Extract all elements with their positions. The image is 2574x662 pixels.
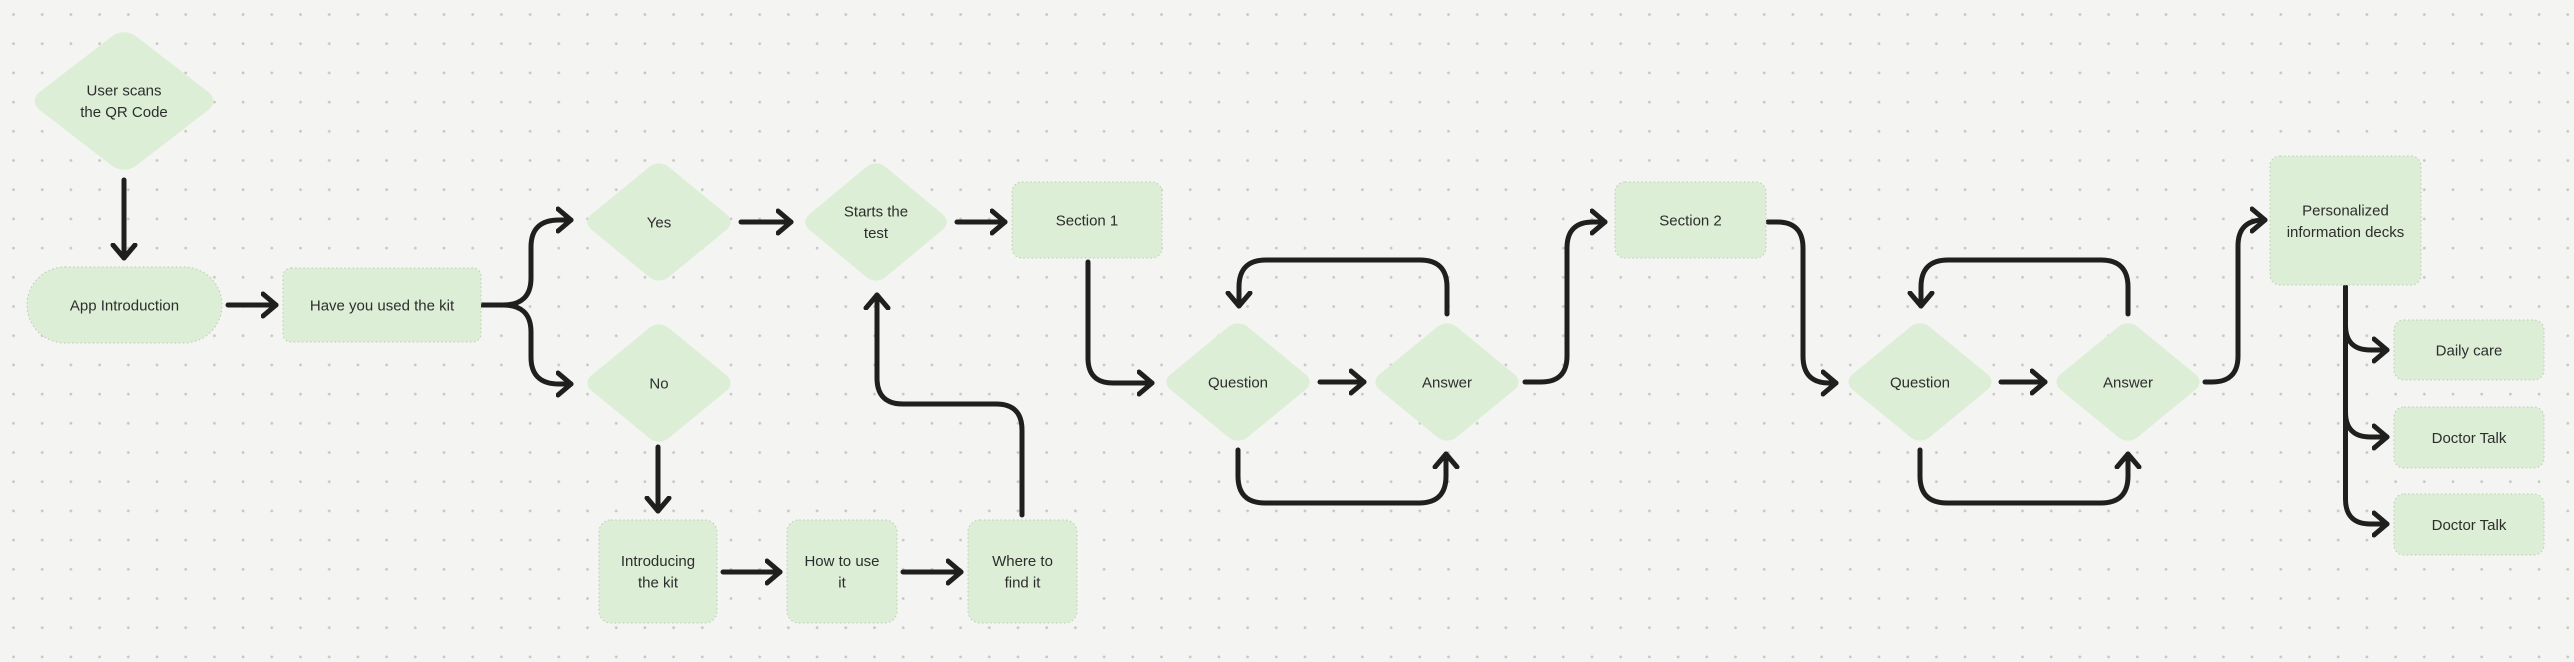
node-label: App Introduction (70, 298, 179, 315)
rect-section-1[interactable] (1011, 181, 1163, 259)
node-label: Personalized (2302, 203, 2389, 220)
node-label: Introducing (621, 553, 695, 570)
node-label: Section 1 (1056, 213, 1119, 230)
node-label: Where to (992, 553, 1053, 570)
connector-where-to-find-to-starts-the-test[interactable] (877, 292, 1025, 518)
connector-used-kit-to-yes[interactable] (478, 220, 574, 308)
node-yes[interactable]: Yes (582, 159, 736, 285)
rect-how-to-use-it[interactable] (786, 519, 898, 624)
connector-section-2-to-question-2[interactable] (1765, 219, 1839, 383)
diamond-answer-2[interactable] (2051, 319, 2205, 445)
connector-question-2-loop-to-answer-2[interactable] (1917, 447, 2128, 506)
node-answer-2[interactable]: Answer (2051, 319, 2205, 445)
node-no[interactable]: No (582, 320, 736, 446)
connector-section-1-to-question-1[interactable] (1085, 259, 1155, 383)
node-app-introduction[interactable]: App Introduction (26, 266, 223, 344)
rect-doctor-talk-2[interactable] (2393, 493, 2545, 556)
connector-answer-2-to-personalized-decks[interactable] (2202, 220, 2268, 385)
node-label: information decks (2287, 224, 2405, 241)
node-label: Yes (647, 215, 671, 232)
rect-daily-care[interactable] (2393, 319, 2545, 381)
node-how-to-use-it[interactable]: How to use it (786, 519, 898, 624)
node-label: test (864, 225, 889, 242)
node-label: User scans (86, 83, 161, 100)
node-user-scans-qr[interactable]: User scans the QR Code (28, 27, 220, 175)
diamond-question-2[interactable] (1843, 319, 1997, 445)
node-question-2[interactable]: Question (1843, 319, 1997, 445)
node-doctor-talk-1[interactable]: Doctor Talk (2393, 406, 2545, 469)
node-label: the QR Code (80, 104, 168, 121)
diamond-no[interactable] (582, 320, 736, 446)
node-label: Section 2 (1659, 213, 1722, 230)
rect-introducing-the-kit[interactable] (598, 519, 718, 624)
diamond-user-scans-qr[interactable] (28, 27, 220, 175)
node-label: Answer (2103, 375, 2153, 392)
connector-used-kit-to-no[interactable] (478, 302, 574, 384)
connector-answer-1-loop-to-question-1[interactable] (1239, 257, 1450, 317)
node-label: Have you used the kit (310, 298, 455, 315)
connector-answer-1-to-section-2[interactable] (1522, 222, 1608, 385)
node-personalized-decks[interactable]: Personalized information decks (2269, 155, 2422, 286)
rect-personalized-decks[interactable] (2269, 155, 2422, 286)
node-doctor-talk-2[interactable]: Doctor Talk (2393, 493, 2545, 556)
node-starts-the-test[interactable]: Starts the test (800, 159, 952, 285)
connector-answer-2-loop-to-question-2[interactable] (1921, 257, 2131, 317)
rect-section-2[interactable] (1614, 181, 1767, 259)
node-where-to-find-it[interactable]: Where to find it (967, 519, 1078, 624)
rect-have-you-used-the-kit[interactable] (282, 267, 482, 343)
node-daily-care[interactable]: Daily care (2393, 319, 2545, 381)
node-label: No (649, 376, 668, 393)
diamond-question-1[interactable] (1161, 319, 1315, 445)
node-label: it (838, 575, 846, 592)
node-answer-1[interactable]: Answer (1370, 319, 1524, 445)
node-label: Answer (1422, 375, 1472, 392)
node-label: find it (1005, 575, 1042, 592)
connector-question-1-loop-to-answer-1[interactable] (1235, 447, 1446, 506)
node-question-1[interactable]: Question (1161, 319, 1315, 445)
node-label: Question (1208, 375, 1268, 392)
node-label: Doctor Talk (2432, 430, 2507, 447)
node-label: Daily care (2436, 343, 2503, 360)
node-introducing-the-kit[interactable]: Introducing the kit (598, 519, 718, 624)
node-have-you-used-the-kit[interactable]: Have you used the kit (282, 267, 482, 343)
node-section-1[interactable]: Section 1 (1011, 181, 1163, 259)
node-label: How to use (804, 553, 879, 570)
diamond-yes[interactable] (582, 159, 736, 285)
node-label: the kit (638, 575, 679, 592)
pill-app-introduction[interactable] (26, 266, 223, 344)
node-label: Starts the (844, 204, 908, 221)
rect-doctor-talk-1[interactable] (2393, 406, 2545, 469)
rect-where-to-find-it[interactable] (967, 519, 1078, 624)
diamond-answer-1[interactable] (1370, 319, 1524, 445)
node-label: Doctor Talk (2432, 517, 2507, 534)
connector-decks-to-doctor-talk-2[interactable] (2343, 284, 2390, 524)
diamond-starts-the-test[interactable] (800, 159, 952, 285)
node-section-2[interactable]: Section 2 (1614, 181, 1767, 259)
node-label: Question (1890, 375, 1950, 392)
